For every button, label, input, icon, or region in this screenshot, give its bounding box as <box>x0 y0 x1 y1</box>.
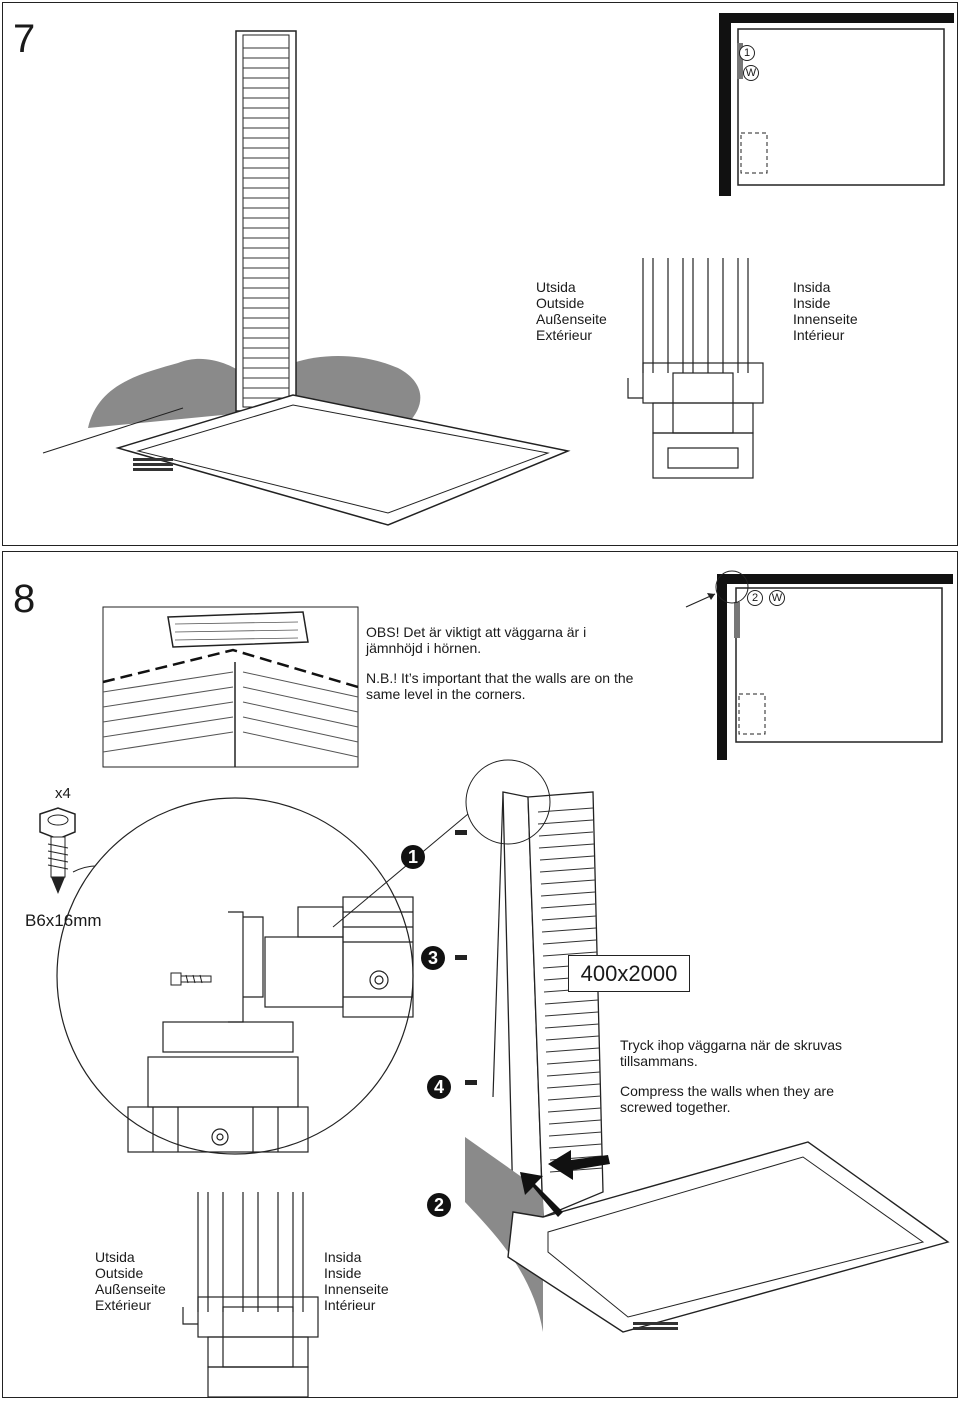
callout-3: 3 <box>421 946 445 970</box>
callout-2: 2 <box>427 1193 451 1217</box>
label-sv: Utsida <box>536 279 576 295</box>
level-note-en: N.B.! It’s important that the walls are … <box>366 670 634 702</box>
screw-count: x4 <box>55 785 71 802</box>
screw-size: B6x16mm <box>25 911 102 930</box>
compress-note-en: Compress the walls when they are screwed… <box>620 1083 834 1115</box>
inside-labels: Insida Inside Innenseite Intérieur <box>324 1249 389 1313</box>
label-en: Outside <box>95 1265 144 1281</box>
label-de: Innenseite <box>793 311 858 327</box>
inset-code: W <box>743 65 759 81</box>
step-8-illustration <box>39 570 953 1397</box>
inset-code: W <box>769 590 785 606</box>
inside-labels: Insida Inside Innenseite Intérieur <box>793 279 858 343</box>
callout-1: 1 <box>401 845 425 869</box>
outside-labels: Utsida Outside Außenseite Extérieur <box>95 1249 166 1313</box>
callout-4: 4 <box>427 1075 451 1099</box>
inset-marker: 1 <box>739 45 755 61</box>
wall-size: 400x2000 <box>580 961 678 986</box>
outside-labels: Utsida Outside Außenseite Extérieur <box>536 279 607 343</box>
inset-marker: 2 <box>747 590 763 606</box>
step-7-illustration <box>42 13 954 526</box>
level-note-sv: OBS! Det är viktigt att väggarna är i jä… <box>366 624 587 656</box>
label-en: Inside <box>793 295 831 311</box>
label-de: Außenseite <box>95 1281 166 1297</box>
label-fr: Intérieur <box>324 1297 376 1313</box>
label-en: Outside <box>536 295 585 311</box>
wall-size-box: 400x2000 <box>568 955 690 992</box>
label-sv: Insida <box>324 1249 362 1265</box>
step-8-panel: 8 OBS! Det är viktigt att väggarna är i … <box>2 551 958 1398</box>
label-en: Inside <box>324 1265 362 1281</box>
label-sv: Insida <box>793 279 831 295</box>
step-number: 8 <box>13 577 36 621</box>
step-number: 7 <box>13 17 36 61</box>
label-fr: Extérieur <box>95 1297 152 1313</box>
label-de: Innenseite <box>324 1281 389 1297</box>
label-fr: Extérieur <box>536 327 593 343</box>
label-fr: Intérieur <box>793 327 845 343</box>
step-7-panel: 7 1 W Utsida Outside Außenseite Extérieu… <box>2 2 958 546</box>
label-de: Außenseite <box>536 311 607 327</box>
label-sv: Utsida <box>95 1249 135 1265</box>
compress-note-sv: Tryck ihop väggarna när de skruvas tills… <box>620 1037 843 1069</box>
